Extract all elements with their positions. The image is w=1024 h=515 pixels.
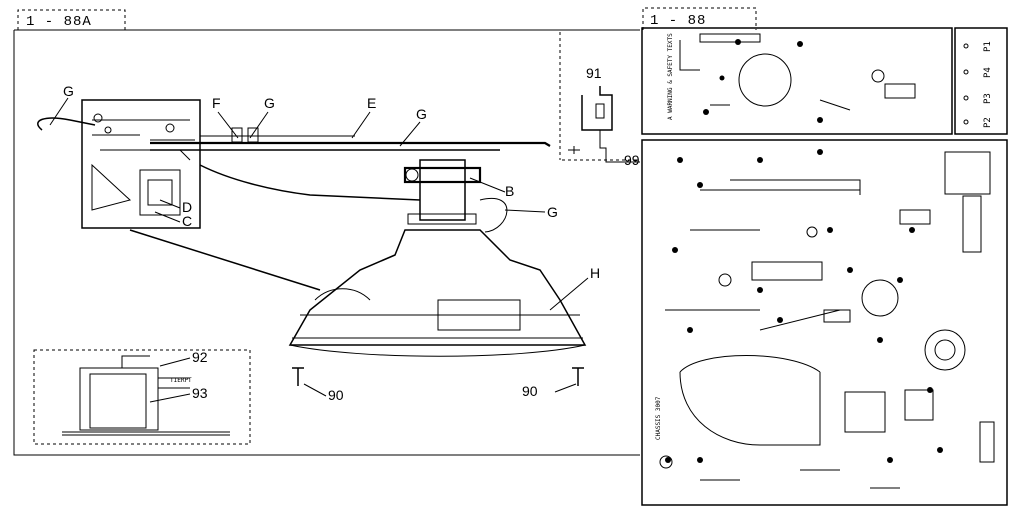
pin-P4: P4 xyxy=(983,67,993,78)
label-G-left: G xyxy=(63,83,74,99)
header-left-label: 1 - 88A xyxy=(26,14,92,30)
pcb-top-vertical-text: A WARNING & SAFETY TEXTS xyxy=(667,33,674,120)
pin-P2: P2 xyxy=(983,117,993,128)
label-F: F xyxy=(212,95,221,111)
label-91: 91 xyxy=(586,65,602,81)
label-99: 99 xyxy=(624,152,640,168)
label-90-left: 90 xyxy=(328,387,344,403)
part-91-bracket: 91 99 xyxy=(581,65,640,168)
chassis-bracket: G D C xyxy=(37,83,201,229)
pin-P3: P3 xyxy=(983,93,993,104)
label-C: C xyxy=(182,213,192,229)
svg-text:TIERPT: TIERPT xyxy=(170,377,192,384)
pin-P1: P1 xyxy=(983,41,993,52)
crt-tube: B G H 90 90 xyxy=(129,159,600,403)
label-H: H xyxy=(590,265,600,281)
label-D: D xyxy=(182,199,192,215)
pcb-main-board: CHASSIS 3007 xyxy=(641,139,1008,506)
label-93: 93 xyxy=(192,385,208,401)
pcb-main-vertical-text: CHASSIS 3007 xyxy=(655,396,662,440)
subassembly-box-92-93: TIERPT 92 93 xyxy=(33,349,251,445)
header-tab-left: 1 - 88A xyxy=(17,9,126,30)
left-panel-frame xyxy=(13,29,640,456)
label-G-mid: G xyxy=(264,95,275,111)
label-92: 92 xyxy=(192,349,208,365)
label-B: B xyxy=(505,183,514,199)
deflection-rods: F G E G xyxy=(150,95,580,154)
label-G-right: G xyxy=(416,106,427,122)
label-G-lower: G xyxy=(547,204,558,220)
header-right-label: 1 - 88 xyxy=(650,13,706,29)
pcb-top-board: A WARNING & SAFETY TEXTS P1 P4 P3 P2 xyxy=(641,27,1008,135)
label-E: E xyxy=(367,95,376,111)
header-tab-right: 1 - 88 xyxy=(642,7,757,30)
label-90-right: 90 xyxy=(522,383,538,399)
